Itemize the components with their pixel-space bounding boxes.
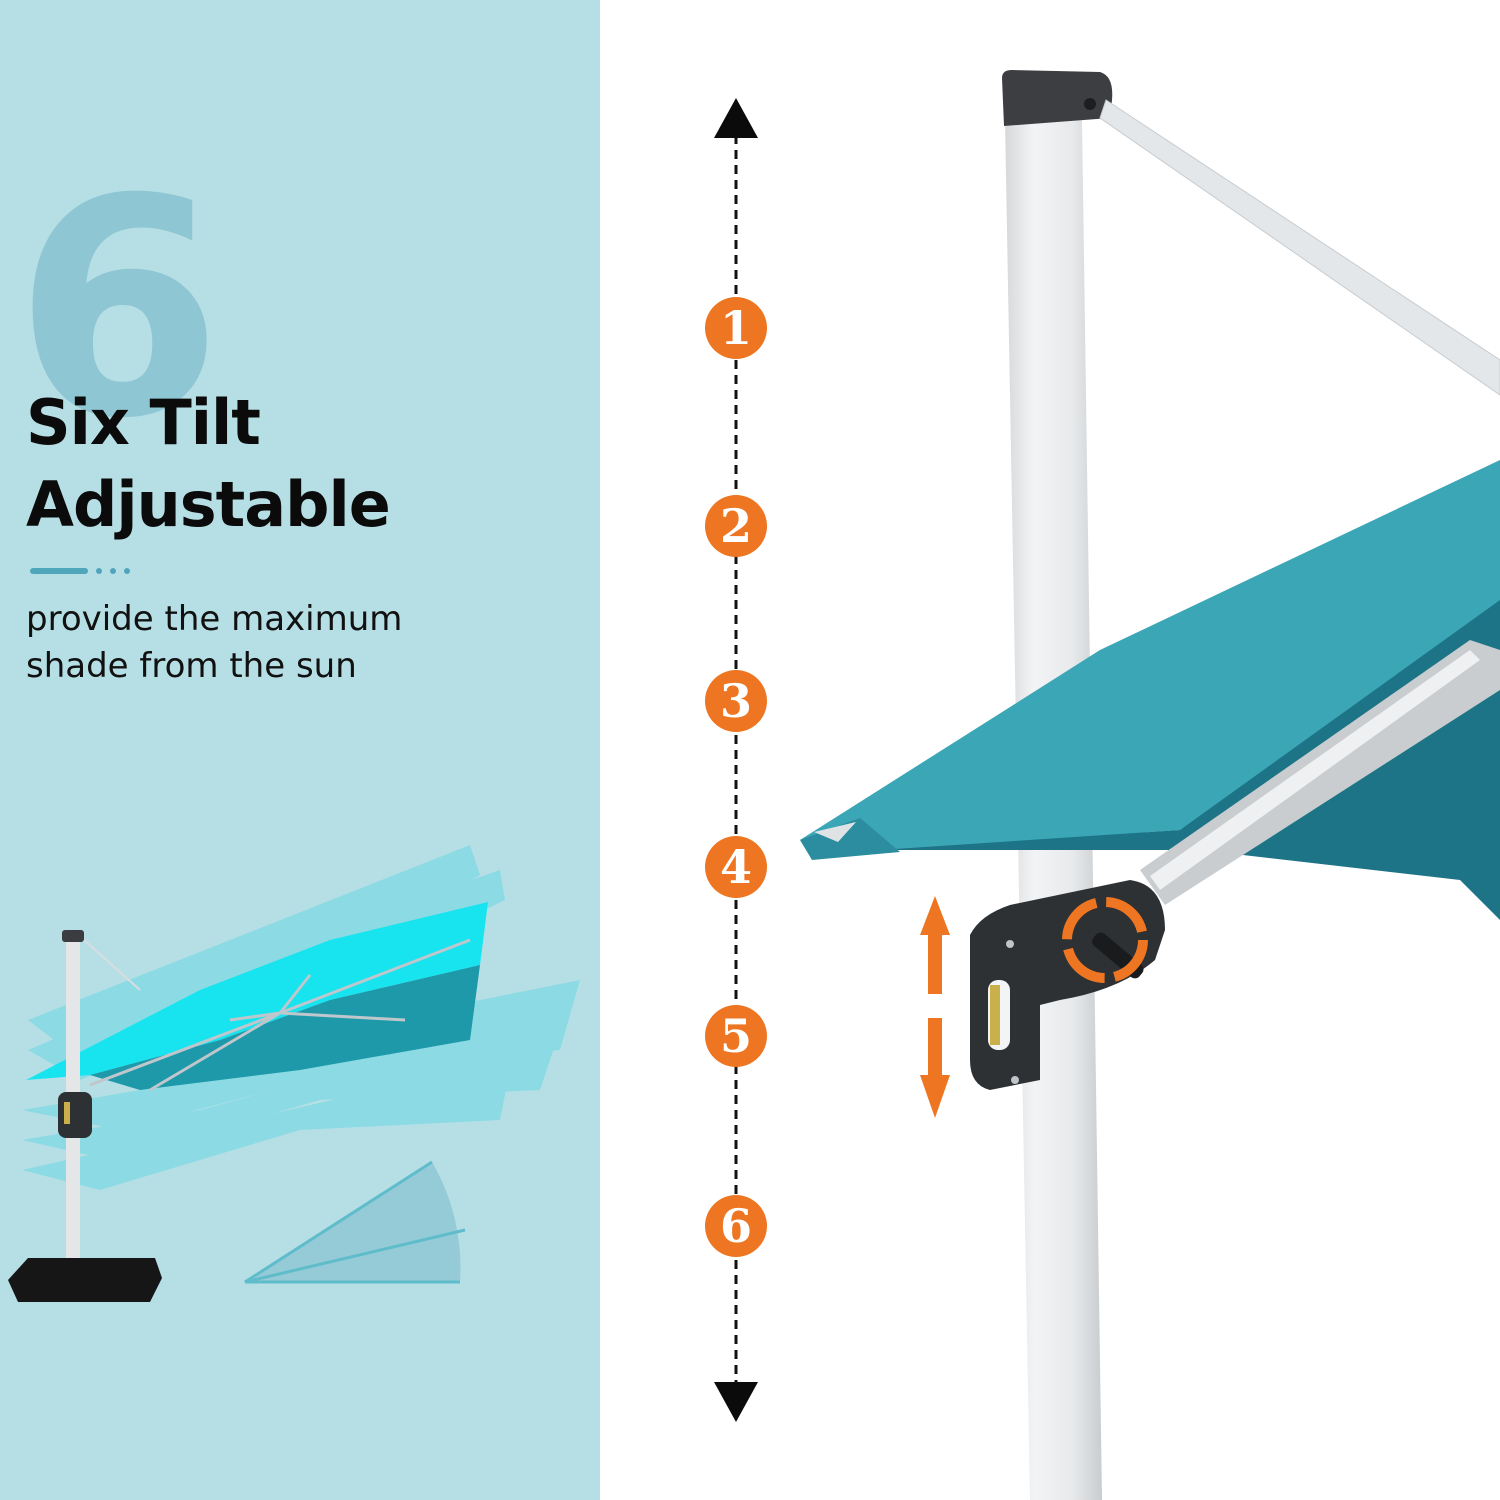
height-step-3: 3 (705, 670, 767, 732)
height-step-6: 6 (705, 1195, 767, 1257)
number-watermark: 6 (14, 135, 223, 484)
umbrella-closeup-photo (714, 70, 1500, 1500)
feature-description: provide the maximum shade from the sun (26, 596, 402, 690)
height-step-5: 5 (705, 1005, 767, 1067)
description-line-1: provide the maximum (26, 599, 403, 639)
height-step-1: 1 (705, 297, 767, 359)
feature-title: Six Tilt Adjustable (26, 382, 391, 546)
decorative-divider (30, 567, 130, 575)
title-line-1: Six Tilt (26, 386, 261, 459)
title-line-2: Adjustable (26, 468, 391, 541)
arrow-down-icon (714, 1382, 758, 1422)
description-line-2: shade from the sun (26, 646, 357, 686)
tilt-positions-illustration (8, 845, 580, 1302)
height-step-4: 4 (705, 836, 767, 898)
feature-panel: 6 Six Tilt Adjustable provide the maximu… (0, 0, 600, 1500)
height-step-2: 2 (705, 495, 767, 557)
arrow-up-icon (714, 98, 758, 138)
